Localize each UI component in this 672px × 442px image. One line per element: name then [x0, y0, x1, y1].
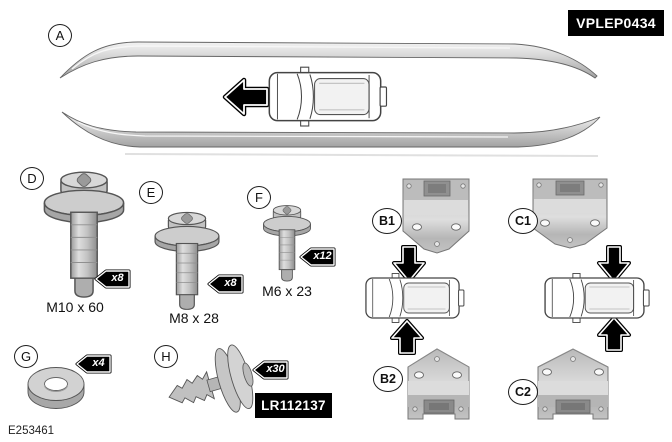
callout-c2: C2	[508, 379, 538, 405]
bracket-b1-illustration	[402, 178, 470, 254]
callout-f: F	[247, 186, 271, 209]
quantity-tag-bolt-m8: x8	[207, 274, 244, 294]
quantity-value: x30	[266, 363, 285, 375]
bracket-c1-illustration	[532, 178, 608, 249]
callout-c1: C1	[508, 208, 538, 234]
fitting-direction-arrow-icon	[222, 77, 270, 117]
arrow-down-b-icon	[392, 245, 426, 283]
vehicle-top-view-main	[268, 66, 388, 127]
quantity-arrow-icon	[75, 354, 112, 374]
quantity-arrow-icon	[299, 247, 336, 267]
side-tube-upper	[59, 41, 598, 79]
quantity-arrow-icon	[94, 269, 131, 289]
side-tube-lower	[61, 111, 601, 148]
quantity-value: x8	[111, 272, 124, 284]
bolt-m8-size-label: M8 x 28	[169, 310, 219, 326]
quantity-value: x4	[92, 357, 105, 369]
bolt-m8-illustration	[154, 211, 220, 310]
callout-b2: B2	[373, 366, 403, 392]
bolt-m6-illustration	[263, 205, 311, 282]
callout-a: A	[48, 24, 72, 47]
arrow-up-c-icon	[597, 316, 631, 352]
bracket-c2-illustration	[537, 348, 609, 420]
shadow-line	[124, 153, 599, 157]
callout-b1: B1	[372, 208, 402, 234]
clip-part-number-badge: LR112137	[255, 393, 332, 418]
quantity-arrow-icon	[252, 360, 289, 380]
kit-part-number-badge: VPLEP0434	[568, 10, 664, 36]
bolt-m10-size-label: M10 x 60	[46, 299, 104, 315]
quantity-tag-clip: x30	[252, 360, 289, 380]
quantity-tag-washer: x4	[75, 354, 112, 374]
vehicle-top-view-c	[544, 272, 650, 324]
quantity-arrow-icon	[207, 274, 244, 294]
quantity-value: x8	[224, 277, 237, 289]
figure-id: E253461	[8, 425, 55, 437]
quantity-value: x12	[313, 250, 332, 262]
arrow-down-c-icon	[597, 245, 631, 283]
callout-e: E	[139, 181, 163, 204]
vehicle-top-view-b	[365, 272, 465, 324]
callout-g: G	[14, 345, 38, 368]
clip-illustration	[168, 344, 254, 413]
quantity-tag-bolt-m10: x8	[94, 269, 131, 289]
bracket-b2-illustration	[407, 348, 470, 420]
washer-illustration	[27, 367, 85, 409]
quantity-tag-bolt-m6: x12	[299, 247, 336, 267]
callout-h: H	[154, 345, 178, 368]
bolt-m6-size-label: M6 x 23	[262, 283, 312, 299]
arrow-up-b-icon	[390, 319, 424, 355]
callout-d: D	[20, 167, 44, 190]
